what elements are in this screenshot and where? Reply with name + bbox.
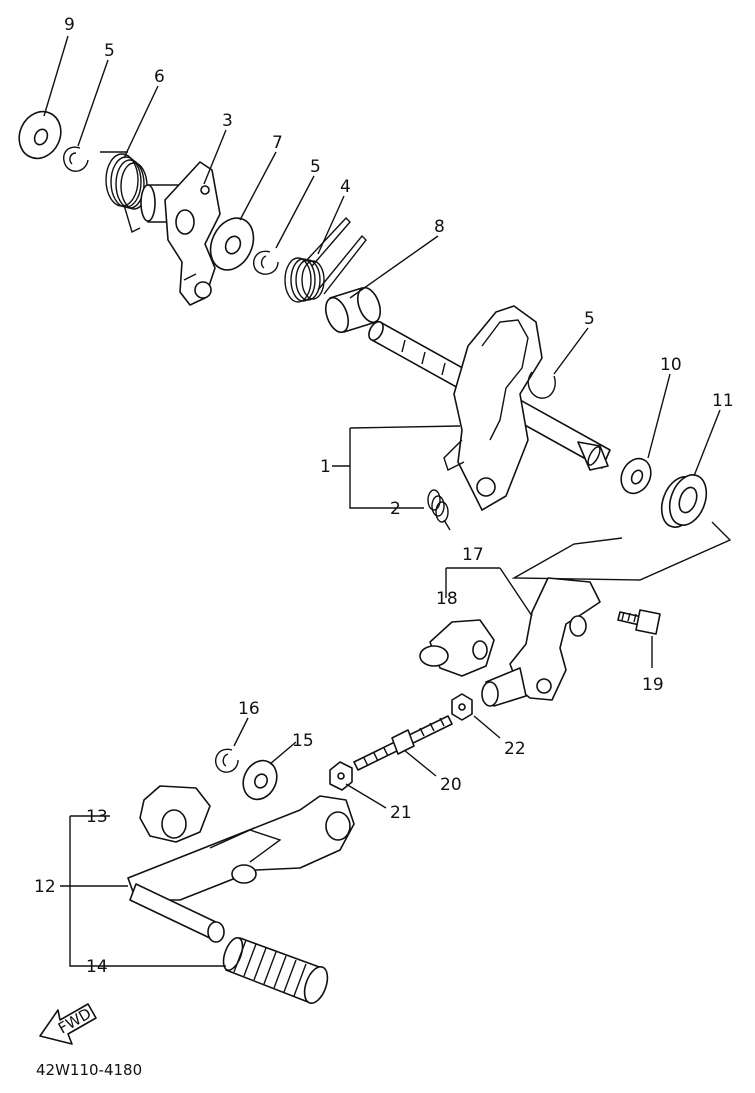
part-5-circlip-a	[62, 146, 89, 172]
callout-6: 6	[154, 67, 165, 87]
part-20-adjusting-rod	[353, 715, 453, 771]
callout-17: 17	[462, 545, 484, 565]
part-15-washer	[242, 759, 278, 801]
part-21-nut	[329, 761, 353, 791]
leader-lines	[43, 35, 721, 967]
callout-13: 13	[86, 807, 108, 827]
callout-22: 22	[504, 739, 526, 759]
part-1-shift-shaft	[368, 305, 611, 511]
part-11-oil-seal	[660, 474, 708, 528]
callout-7: 7	[272, 133, 283, 153]
callout-5-a: 5	[104, 41, 115, 61]
callout-14: 14	[86, 957, 108, 977]
callout-3: 3	[222, 111, 233, 131]
callout-12: 12	[34, 877, 56, 897]
callout-4: 4	[340, 177, 351, 197]
callout-labels: 9 5 6 3 7 5 4 8 5 10 11 1 2 17 18 19 22 …	[34, 15, 734, 977]
callout-16: 16	[238, 699, 260, 719]
part-3-shift-arm	[140, 161, 221, 306]
callout-11: 11	[712, 391, 734, 411]
part-6-spring	[100, 151, 148, 233]
part-9-washer	[18, 110, 62, 160]
callout-18: 18	[436, 589, 458, 609]
part-19-bolt	[617, 609, 661, 635]
callout-2: 2	[390, 499, 401, 519]
part-10-washer	[620, 457, 652, 495]
callout-5-c: 5	[584, 309, 595, 329]
part-22-nut	[451, 693, 473, 721]
callout-20: 20	[440, 775, 462, 795]
callout-1: 1	[320, 457, 331, 477]
part-2-spring	[427, 489, 451, 531]
part-8-collar	[324, 286, 382, 334]
part-5-circlip-b	[252, 250, 279, 275]
forward-direction-arrow: FWD	[39, 1003, 97, 1045]
part-5-circlip-c	[527, 371, 556, 399]
part-12-shift-pedal	[127, 795, 355, 943]
part-4-spring	[284, 216, 367, 303]
catalog-code: 42W110-4180	[36, 1061, 142, 1079]
callout-9: 9	[64, 15, 75, 35]
callout-10: 10	[660, 355, 682, 375]
part-7-washer	[209, 217, 255, 271]
part-14-pedal-rubber	[222, 936, 329, 1004]
callout-8: 8	[434, 217, 445, 237]
assembly-link-line	[511, 521, 732, 581]
callout-19: 19	[642, 675, 664, 695]
callout-5-b: 5	[310, 157, 321, 177]
callout-15: 15	[292, 731, 314, 751]
part-16-circlip	[214, 748, 239, 773]
callout-21: 21	[390, 803, 412, 823]
part-13-rod-joint	[139, 785, 211, 843]
part-17-shift-arm	[481, 577, 601, 707]
part-18-rod-joint	[419, 619, 495, 677]
